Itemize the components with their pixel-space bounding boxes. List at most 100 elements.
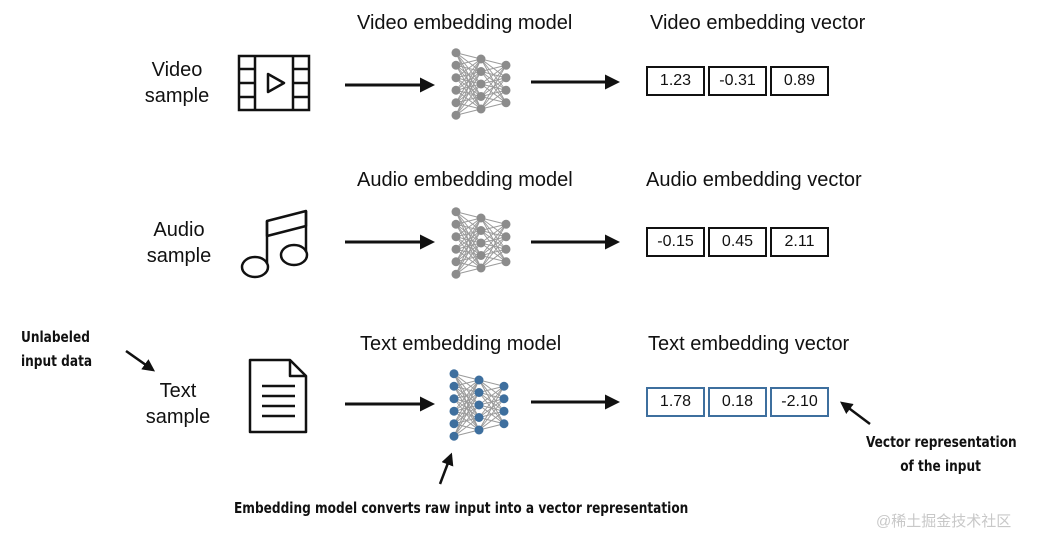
- network-edge: [480, 223, 507, 244]
- network-node: [451, 207, 461, 217]
- network-edge: [480, 236, 507, 269]
- text-sample-label: Text sample: [118, 378, 238, 430]
- video-sample-label-line2: sample: [144, 85, 210, 107]
- network-node: [501, 60, 511, 70]
- network-node: [476, 213, 486, 223]
- network-node: [499, 394, 509, 404]
- vector-representation-note-line2: of the input: [900, 457, 981, 475]
- network-edge: [455, 242, 482, 275]
- network-node: [476, 67, 486, 76]
- network-node: [449, 406, 459, 416]
- network-node: [451, 269, 461, 279]
- network-node: [501, 73, 511, 83]
- video-embedding-network: [451, 48, 511, 120]
- music-note-icon: [240, 209, 309, 279]
- network-node: [451, 219, 461, 229]
- network-edge: [455, 58, 482, 91]
- network-edge: [455, 217, 482, 262]
- vector-cell: -0.31: [708, 66, 767, 96]
- network-node: [501, 244, 511, 254]
- network-node: [449, 431, 459, 441]
- network-node: [451, 244, 461, 254]
- vector-cell: -0.15: [646, 227, 705, 257]
- watermark: @稀土掘金技术社区: [876, 513, 1012, 530]
- embedding-model-pointer-arrow: [438, 452, 454, 485]
- unlabeled-input-note-line1: Unlabeled: [21, 328, 90, 346]
- network-node: [499, 406, 509, 416]
- network-node: [499, 381, 509, 391]
- audio-model-title: Audio embedding model: [357, 169, 573, 191]
- network-edge: [455, 230, 482, 275]
- vector-representation-note: Vector representation of the input: [866, 430, 1017, 478]
- network-node: [474, 388, 484, 397]
- network-node: [451, 73, 461, 83]
- network-node: [476, 104, 486, 114]
- network-edge: [455, 58, 482, 79]
- network-edge: [455, 255, 482, 275]
- network-node: [476, 92, 486, 101]
- audio-sample-label: Audio sample: [119, 217, 239, 269]
- network-edge: [480, 248, 507, 269]
- video-vector: 1.23 -0.31 0.89: [646, 66, 829, 96]
- network-node: [451, 85, 461, 95]
- network-edge: [478, 410, 505, 431]
- network-edge: [480, 65, 507, 110]
- network-node: [474, 425, 484, 435]
- network-edge: [480, 224, 507, 269]
- network-node: [449, 419, 459, 429]
- text-vector: 1.78 0.18 -2.10: [646, 387, 829, 417]
- video-sample-label: Video sample: [117, 57, 237, 109]
- vector-cell: 1.23: [646, 66, 705, 96]
- network-node: [474, 400, 484, 410]
- vector-representation-pointer-arrow: [840, 401, 871, 425]
- vector-cell: 2.11: [770, 227, 829, 257]
- network-node: [501, 257, 511, 267]
- network-edge: [455, 71, 482, 116]
- network-node: [474, 375, 484, 385]
- network-edge: [478, 398, 505, 431]
- network-edge: [478, 385, 505, 406]
- network-node: [449, 381, 459, 391]
- audio-vector-title: Audio embedding vector: [646, 169, 862, 191]
- audio-sample-label-line1: Audio: [153, 219, 205, 241]
- network-edge: [453, 392, 480, 437]
- network-node: [501, 98, 511, 108]
- network-edge: [453, 417, 480, 437]
- network-edge: [478, 386, 505, 431]
- text-sample-label-line1: Text: [159, 380, 197, 402]
- network-node: [476, 54, 486, 64]
- network-node: [449, 394, 459, 404]
- network-node: [451, 98, 461, 108]
- embedding-model-note: Embedding model converts raw input into …: [234, 499, 689, 517]
- vector-representation-note-line1: Vector representation: [866, 433, 1017, 451]
- network-edge: [453, 379, 480, 400]
- network-edge: [480, 89, 507, 110]
- network-edge: [455, 96, 482, 116]
- network-node: [476, 79, 486, 89]
- network-edge: [453, 404, 480, 437]
- network-node: [451, 110, 461, 120]
- vector-cell: 1.78: [646, 387, 705, 417]
- network-node: [451, 257, 461, 267]
- network-node: [501, 219, 511, 229]
- network-edge: [455, 217, 482, 250]
- video-model-title: Video embedding model: [357, 12, 573, 34]
- vector-cell: 0.89: [770, 66, 829, 96]
- video-sample-label-line1: Video: [151, 59, 203, 81]
- vector-cell: 0.18: [708, 387, 767, 417]
- network-node: [501, 232, 511, 242]
- unlabeled-input-note-line2: input data: [21, 352, 93, 370]
- network-edge: [478, 385, 505, 418]
- network-edge: [480, 77, 507, 110]
- network-node: [451, 232, 461, 242]
- network-edge: [455, 83, 482, 116]
- network-edge: [480, 64, 507, 97]
- network-node: [474, 413, 484, 422]
- network-edge: [453, 379, 480, 424]
- text-model-title: Text embedding model: [360, 333, 562, 355]
- network-node: [451, 60, 461, 70]
- audio-sample-label-line2: sample: [146, 245, 212, 267]
- text-sample-label-line2: sample: [145, 406, 211, 428]
- network-edge: [455, 217, 482, 238]
